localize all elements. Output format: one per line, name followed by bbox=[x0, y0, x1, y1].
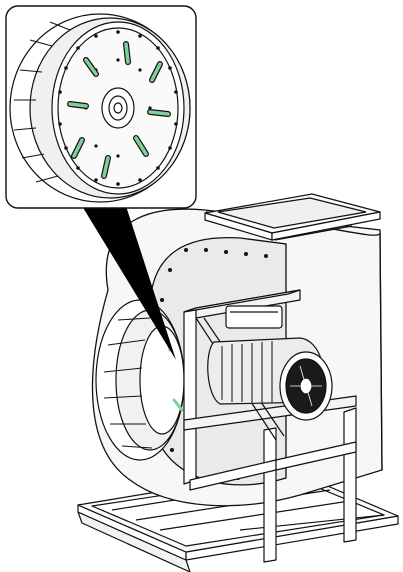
motor-support-frame bbox=[183, 289, 357, 563]
callout-pointer bbox=[82, 206, 176, 360]
motor-cooling-fins bbox=[221, 341, 273, 403]
inlet-impeller bbox=[95, 299, 185, 461]
detail-blades bbox=[13, 21, 71, 183]
callout-box bbox=[5, 5, 197, 209]
motor-terminal-box bbox=[225, 305, 283, 329]
motor bbox=[207, 305, 333, 421]
highlighted-slots bbox=[67, 41, 171, 179]
inlet-blades bbox=[103, 317, 153, 449]
outlet-flange bbox=[204, 193, 381, 241]
detail-bolt-holes bbox=[58, 30, 178, 186]
impeller-detail bbox=[9, 13, 191, 203]
